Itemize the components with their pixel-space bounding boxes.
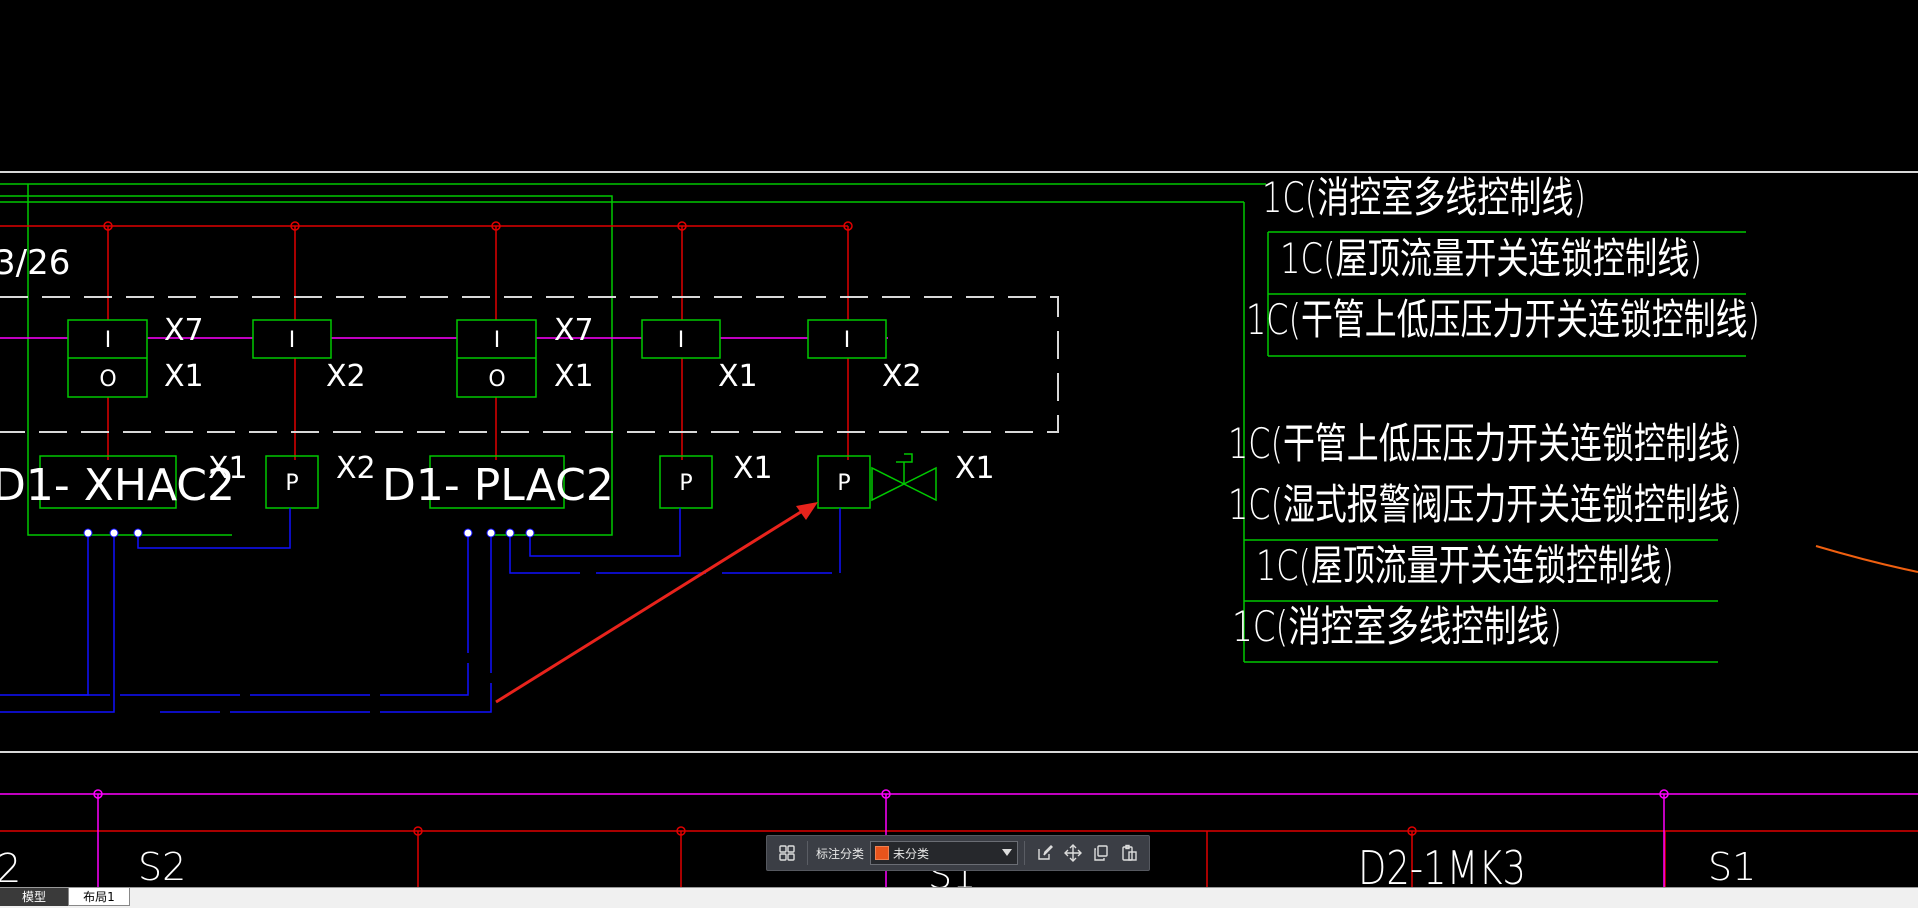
svg-text:O: O <box>488 367 505 392</box>
annotation-arrow <box>495 502 818 704</box>
module-plac-label: D1- PLAC2 <box>382 460 614 511</box>
module-xhac-label: D1- XHAC2 <box>0 460 235 511</box>
svg-text:I: I <box>494 328 501 353</box>
tab-model[interactable]: 模型 <box>0 888 68 906</box>
edit-icon[interactable] <box>1031 839 1059 867</box>
svg-text:1C(干管上低压压力开关连锁控制线): 1C(干管上低压压力开关连锁控制线) <box>1228 419 1742 468</box>
svg-text:O: O <box>99 367 116 392</box>
io-glyphs: I O I I O I I <box>99 328 850 392</box>
tab-layout1[interactable]: 布局1 <box>68 888 130 906</box>
svg-text:X2: X2 <box>336 451 376 486</box>
svg-text:X1: X1 <box>733 451 773 486</box>
svg-text:1C(湿式报警阀压力开关连锁控制线): 1C(湿式报警阀压力开关连锁控制线) <box>1228 480 1742 529</box>
category-label: 标注分类 <box>816 846 865 861</box>
svg-text:1C(屋顶流量开关连锁控制线): 1C(屋顶流量开关连锁控制线) <box>1256 541 1674 590</box>
chevron-down-icon <box>1002 849 1013 856</box>
magenta-signal-lines <box>0 337 1918 887</box>
right-labels-lower: 1C(干管上低压压力开关连锁控制线) 1C(湿式报警阀压力开关连锁控制线) 1C… <box>1228 419 1742 651</box>
svg-text:D2-1MK3: D2-1MK3 <box>1358 841 1526 895</box>
svg-text:1C(消控室多线控制线): 1C(消控室多线控制线) <box>1262 173 1586 222</box>
svg-text:X1: X1 <box>164 359 204 394</box>
copy-icon[interactable] <box>1087 839 1115 867</box>
svg-text:X2: X2 <box>326 359 366 394</box>
p-switch-labels: P P P <box>285 471 850 496</box>
svg-text:1C(干管上低压压力开关连锁控制线): 1C(干管上低压压力开关连锁控制线) <box>1246 295 1760 344</box>
svg-text:I: I <box>678 328 685 353</box>
io-module-boxes <box>67 319 887 398</box>
controller-boxes <box>39 455 871 509</box>
svg-text:I: I <box>289 328 296 353</box>
layout-tab-bar: 模型 布局1 <box>0 887 1918 908</box>
drawing-number-label: 3/26 <box>0 243 70 283</box>
blue-terminal-dots <box>83 528 535 538</box>
blue-wiring <box>0 508 841 713</box>
svg-text:X1: X1 <box>718 359 758 394</box>
svg-text:X1: X1 <box>955 451 995 486</box>
annotation-toolbar: 标注分类 未分类 <box>766 835 1150 871</box>
toolbar-separator <box>807 841 808 865</box>
right-labels-upper: 1C(消控室多线控制线) 1C(屋顶流量开关连锁控制线) 1C(干管上低压压力开… <box>1246 173 1760 344</box>
svg-text:P: P <box>679 471 692 496</box>
svg-text:I: I <box>844 328 851 353</box>
move-icon[interactable] <box>1059 839 1087 867</box>
svg-text:X7: X7 <box>164 313 204 348</box>
toolbar-separator <box>1024 841 1026 865</box>
bottom-row-labels: 2 S2 S1 D2-1MK3 S1 <box>0 841 1756 897</box>
grid-icon[interactable] <box>773 839 801 867</box>
category-dropdown-value: 未分类 <box>893 846 930 861</box>
orange-annotation-curve <box>1815 545 1918 573</box>
svg-text:S2: S2 <box>138 845 186 889</box>
svg-text:X2: X2 <box>882 359 922 394</box>
svg-text:S1: S1 <box>1708 845 1756 889</box>
svg-text:X7: X7 <box>554 313 594 348</box>
terminal-x-labels: X7 X1 X2 X7 X1 X1 X2 X1 X2 X1 X1 <box>164 313 995 486</box>
svg-text:1C(屋顶流量开关连锁控制线): 1C(屋顶流量开关连锁控制线) <box>1280 234 1702 283</box>
red-junction-circles <box>103 221 1417 836</box>
svg-text:X1: X1 <box>208 451 248 486</box>
paste-icon[interactable] <box>1115 839 1143 867</box>
svg-text:P: P <box>285 471 298 496</box>
category-dropdown[interactable]: 未分类 <box>870 841 1019 865</box>
category-color-swatch <box>875 846 890 860</box>
svg-text:2: 2 <box>0 846 21 892</box>
svg-text:X1: X1 <box>554 359 594 394</box>
svg-text:I: I <box>105 328 112 353</box>
svg-text:1C(消控室多线控制线): 1C(消控室多线控制线) <box>1232 602 1562 651</box>
svg-text:P: P <box>837 471 850 496</box>
green-control-lines <box>0 183 1746 663</box>
valve-symbol <box>871 453 937 502</box>
dashed-module-box <box>0 296 1059 433</box>
